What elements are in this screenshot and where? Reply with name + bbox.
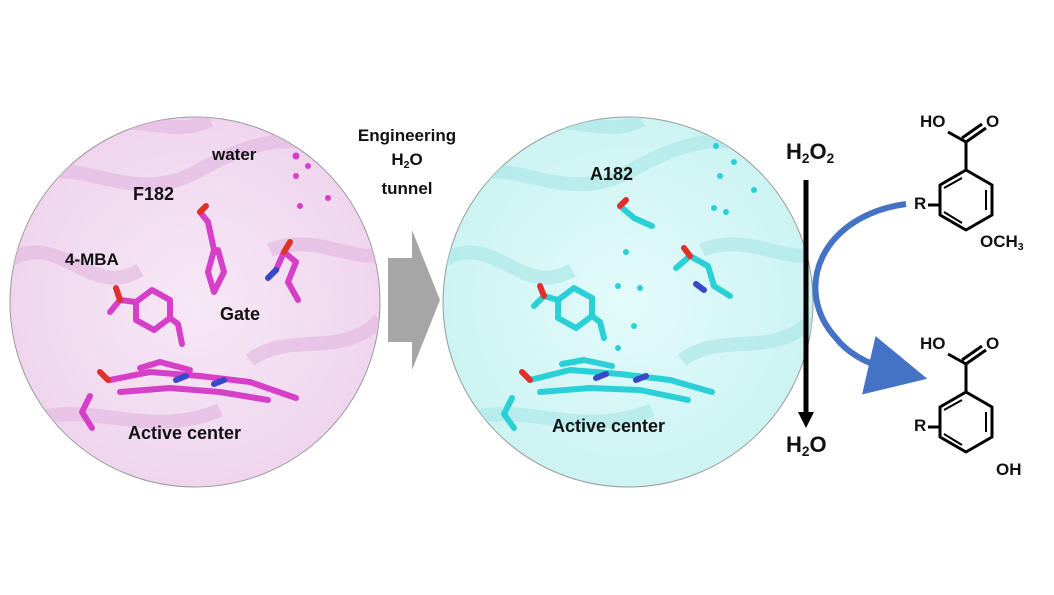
h2o2-label: H2O2 (786, 139, 835, 166)
water-molecules (292, 152, 331, 209)
engineering-line: Engineering (357, 126, 457, 145)
right-structure-view (442, 116, 814, 488)
methoxy-label: OCH3 (980, 232, 1024, 253)
methoxy-benzoic-acid (928, 122, 994, 232)
gate-residue (265, 239, 301, 303)
h2o-line: H2O (391, 150, 423, 171)
left-active-center-label: Active center (128, 423, 242, 443)
h2o-label: H2O (786, 432, 827, 459)
a182-residue (617, 197, 655, 229)
top-acid-ho: HO (920, 112, 946, 131)
right-gate-residue (673, 245, 733, 299)
top-acid-o: O (986, 112, 1000, 131)
right-heme-active-center (501, 357, 715, 431)
top-r-group: R (914, 194, 927, 213)
a182-label: A182 (590, 164, 634, 184)
hydroxy-label: OH (996, 460, 1022, 479)
engineering-arrow (388, 230, 440, 370)
bottom-acid-ho: HO (920, 334, 946, 353)
right-active-center-label: Active center (552, 416, 666, 436)
bottom-r-group: R (914, 416, 927, 435)
f182-residue (197, 203, 227, 295)
gate-label: Gate (220, 304, 261, 324)
hydroxy-benzoic-acid (928, 344, 994, 454)
reaction-arrow (798, 180, 814, 428)
right-substrate (531, 283, 607, 341)
conversion-curve-arrow (812, 201, 928, 395)
left-structure-view (9, 116, 381, 488)
engineering-caption: Engineering H2O tunnel (340, 124, 474, 201)
bottom-acid-o: O (986, 334, 1000, 353)
water-label: water (212, 145, 257, 164)
heme-active-center (79, 359, 299, 431)
right-water-molecules (615, 143, 757, 351)
tunnel-line: tunnel (381, 178, 433, 198)
mba-label: 4-MBA (65, 250, 119, 269)
f182-label: F182 (133, 184, 175, 204)
mba-substrate (107, 285, 185, 347)
